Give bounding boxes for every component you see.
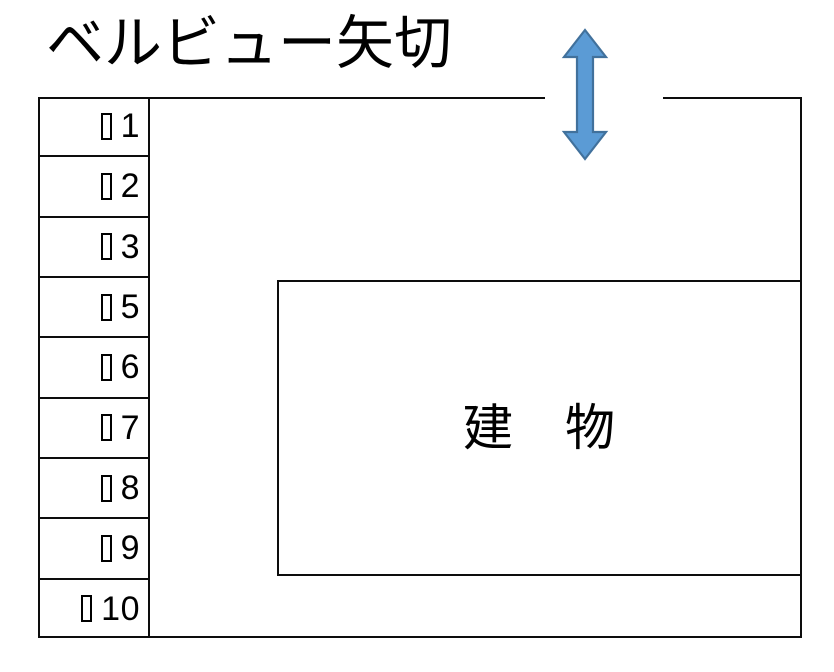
building-label: 建 物	[463, 400, 616, 456]
missing-glyph-icon	[100, 474, 112, 502]
parking-stall-number: 6	[120, 348, 140, 387]
parking-stall-cell[interactable]: 6	[38, 338, 148, 399]
parking-stall-cell[interactable]: 3	[38, 218, 148, 278]
building-block: 建 物	[277, 280, 802, 576]
parking-stall-number: 5	[120, 288, 140, 327]
missing-glyph-icon	[100, 534, 112, 562]
parking-stall-cell[interactable]: 2	[38, 157, 148, 218]
parking-stall-cell[interactable]: 9	[38, 519, 148, 580]
parking-stall-number: 1	[120, 107, 140, 146]
parking-stall-cell[interactable]: 7	[38, 399, 148, 459]
missing-glyph-icon	[81, 595, 93, 623]
parking-stall-cell[interactable]: 10	[38, 580, 148, 638]
parking-stall-column: 1 2 3 5 6 7 8 9	[38, 97, 150, 638]
parking-stall-number: 7	[120, 408, 140, 447]
arrow-shape-icon	[561, 28, 609, 161]
parking-stall-number: 3	[120, 227, 140, 266]
page-title: ベルビュー矢切	[46, 11, 453, 76]
missing-glyph-icon	[100, 293, 112, 321]
parking-stall-cell[interactable]: 8	[38, 459, 148, 520]
missing-glyph-icon	[100, 414, 112, 442]
missing-glyph-icon	[100, 112, 112, 140]
parking-stall-number: 2	[120, 167, 140, 206]
frame-top-border-gap	[545, 94, 663, 102]
parking-stall-number: 10	[101, 589, 140, 628]
missing-glyph-icon	[100, 353, 112, 381]
parking-stall-cell[interactable]: 5	[38, 278, 148, 339]
parking-stall-number: 8	[120, 469, 140, 508]
double-headed-vertical-arrow	[556, 27, 614, 162]
parking-stall-cell[interactable]: 1	[38, 97, 148, 158]
missing-glyph-icon	[100, 172, 112, 200]
missing-glyph-icon	[100, 233, 112, 261]
parking-stall-number: 9	[120, 529, 140, 568]
